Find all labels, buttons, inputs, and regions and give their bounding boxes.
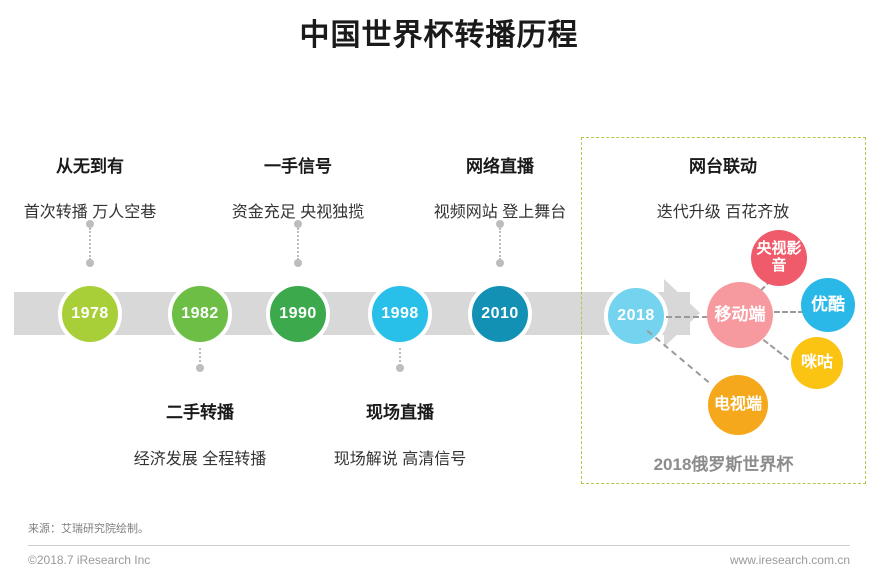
milestone-subtitle-1990: 资金充足 央视独揽 xyxy=(231,204,365,221)
connector-dot-top-1982 xyxy=(196,364,204,372)
connector-dot-top-1978 xyxy=(86,220,94,228)
milestone-subtitle-1998: 现场解说 高清信号 xyxy=(333,451,467,468)
milestone-subtitle-2010: 视频网站 登上舞台 xyxy=(433,204,567,221)
milestone-heading-1978: 从无到有 xyxy=(56,157,124,176)
timeline-node-2018[interactable]: 2018 xyxy=(604,284,668,348)
bubble-label-tv: 电视端 xyxy=(713,396,762,414)
connector-line-1982 xyxy=(199,348,203,366)
copyright-text: ©2018.7 iResearch Inc xyxy=(28,553,151,567)
milestone-heading-1998: 现场直播 xyxy=(366,403,434,422)
milestone-heading-1982: 二手转播 xyxy=(166,403,234,422)
timeline-bar xyxy=(14,292,690,335)
connector-dot-bottom-1990 xyxy=(294,259,302,267)
connector-dot-bottom-1978 xyxy=(86,259,94,267)
bubble-tv[interactable]: 电视端 xyxy=(708,375,768,435)
timeline-node-1978[interactable]: 1978 xyxy=(58,282,122,346)
link-2018-to-mobile xyxy=(666,316,708,318)
bubble-label-cctv-video: 央视影音 xyxy=(756,240,802,274)
connector-line-1978 xyxy=(89,228,93,260)
connector-line-1990 xyxy=(297,228,301,260)
timeline-node-label-1998: 1998 xyxy=(381,305,419,322)
connector-dot-top-2010 xyxy=(496,220,504,228)
bubble-label-migu: 咪咕 xyxy=(800,354,833,372)
bubble-cctv-video[interactable]: 央视影音 xyxy=(751,230,807,286)
bubble-label-youku: 优酷 xyxy=(811,295,845,315)
highlight-dashed-box xyxy=(581,137,866,484)
timeline-node-label-1990: 1990 xyxy=(279,305,317,322)
connector-line-1998 xyxy=(399,348,403,366)
milestone-heading-2010: 网络直播 xyxy=(466,157,534,176)
connector-dot-bottom-2010 xyxy=(496,259,504,267)
timeline-node-1990[interactable]: 1990 xyxy=(266,282,330,346)
timeline-arrow-icon xyxy=(664,279,700,347)
timeline-node-1982[interactable]: 1982 xyxy=(168,282,232,346)
timeline-node-label-2018: 2018 xyxy=(617,307,655,324)
milestone-heading-1990: 一手信号 xyxy=(264,157,332,176)
timeline-node-label-1978: 1978 xyxy=(71,305,109,322)
timeline-node-label-1982: 1982 xyxy=(181,305,219,322)
milestone-subtitle-1978: 首次转播 万人空巷 xyxy=(23,204,157,221)
timeline-node-2010[interactable]: 2010 xyxy=(468,282,532,346)
footer-divider xyxy=(28,545,850,546)
source-note: 来源：艾瑞研究院绘制。 xyxy=(28,523,149,535)
connector-line-2010 xyxy=(499,228,503,260)
milestone-subtitle-2018: 迭代升级 百花齐放 xyxy=(656,204,790,221)
bubble-mobile[interactable]: 移动端 xyxy=(707,282,773,348)
timeline-node-label-2010: 2010 xyxy=(481,305,519,322)
timeline-node-1998[interactable]: 1998 xyxy=(368,282,432,346)
website-link[interactable]: www.iresearch.com.cn xyxy=(729,553,850,567)
connector-dot-top-1998 xyxy=(396,364,404,372)
bubble-migu[interactable]: 咪咕 xyxy=(791,337,843,389)
link-mobile-to-youku xyxy=(774,311,804,313)
page-title: 中国世界杯转播历程 xyxy=(299,19,579,52)
connector-dot-top-1990 xyxy=(294,220,302,228)
bubble-youku[interactable]: 优酷 xyxy=(801,278,855,332)
milestone-subtitle-1982: 经济发展 全程转播 xyxy=(133,451,267,468)
bubble-label-mobile: 移动端 xyxy=(714,305,766,325)
milestone-heading-2018: 网台联动 xyxy=(689,157,757,176)
highlight-caption: 2018俄罗斯世界杯 xyxy=(653,455,794,474)
